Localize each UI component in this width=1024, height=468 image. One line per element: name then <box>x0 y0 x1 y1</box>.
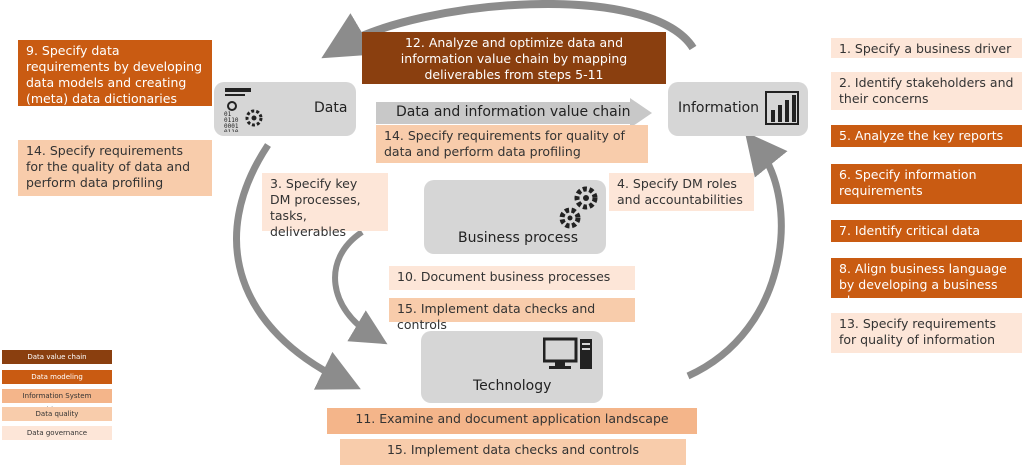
arrow-business-to-technology <box>332 229 388 345</box>
step-15b: 15. Implement data checks and controls <box>340 439 686 465</box>
value-chain-arrow <box>376 98 652 128</box>
svg-text:0110: 0110 <box>224 129 239 132</box>
legend-data-governance: Data governance <box>2 426 112 440</box>
step-3: 3. Specify key DM processes, tasks, deli… <box>262 173 388 239</box>
svg-text:0110: 0110 <box>224 117 239 124</box>
node-business-process-label: Business process <box>458 230 578 246</box>
legend-data-value-chain: Data value chain <box>2 350 112 364</box>
step-1: 1. Specify a business driver <box>831 38 1022 58</box>
step-7: 7. Identify critical data <box>831 220 1022 242</box>
arrow-technology-to-information <box>686 131 788 380</box>
step-11: 11. Examine and document application lan… <box>327 408 697 434</box>
legend-data-modeling: Data modeling <box>2 370 112 384</box>
arrow-data-to-technology <box>233 143 361 390</box>
computer-icon <box>543 337 592 369</box>
step-8: 8. Align business language by developing… <box>831 258 1022 308</box>
bar-chart-icon <box>765 91 799 125</box>
step-13: 13. Specify requirements for quality of … <box>831 313 1022 353</box>
node-data: 01 0110 0001 0110 Data <box>214 82 356 136</box>
step-14a: 14. Specify requirements for the quality… <box>18 140 212 196</box>
step-5: 5. Analyze the key reports <box>831 125 1022 147</box>
step-10: 10. Document business processes <box>389 266 635 290</box>
step-14b: 14. Specify requirements for quality of … <box>376 125 648 163</box>
node-business-process: Business process <box>424 180 606 254</box>
step-4: 4. Specify DM roles and accountabilities <box>609 173 754 211</box>
step-12: 12. Analyze and optimize data and inform… <box>362 32 666 84</box>
gears-icon <box>559 186 598 229</box>
node-information: Information <box>668 82 808 136</box>
node-technology-label: Technology <box>473 378 552 394</box>
step-2: 2. Identify stakeholders and their conce… <box>831 72 1022 110</box>
svg-text:01: 01 <box>224 111 232 118</box>
node-information-label: Information <box>678 100 760 116</box>
value-chain-label: Data and information value chain <box>396 104 631 120</box>
step-6: 6. Specify information requirements <box>831 164 1022 204</box>
legend-data-quality: Data quality <box>2 407 112 421</box>
svg-text:0001: 0001 <box>224 123 239 130</box>
step-9: 9. Specify data requirements by developi… <box>18 40 212 106</box>
node-technology: Technology <box>421 331 603 403</box>
data-document-gear-icon: 01 0110 0001 0110 <box>224 88 263 132</box>
step-15a: 15. Implement data checks and controls <box>389 298 635 332</box>
node-data-label: Data <box>314 100 348 116</box>
arrow-information-to-data <box>321 0 697 59</box>
legend-information-system-architecture: Information System architecture <box>2 389 112 414</box>
